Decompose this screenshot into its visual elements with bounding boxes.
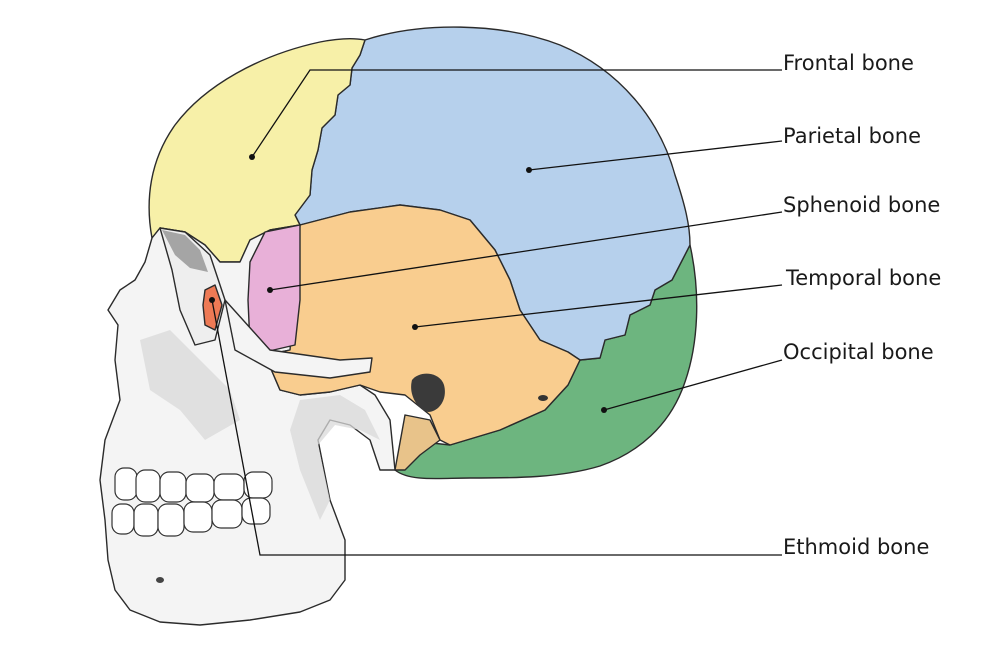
zygomatic-arch (224, 299, 373, 379)
label-sphenoid-bone: Sphenoid bone (783, 193, 940, 217)
leader-sphenoid (269, 211, 783, 291)
occipital-foramen (538, 395, 548, 401)
leader-lines (209, 69, 783, 556)
label-occipital-bone: Occipital bone (783, 340, 934, 364)
leader-parietal (528, 140, 783, 171)
ear-canal (411, 373, 445, 412)
leader-ethmoid (211, 299, 782, 556)
dot-parietal (526, 167, 532, 173)
label-ethmoid-bone: Ethmoid bone (783, 535, 929, 559)
leader-temporal (414, 284, 783, 328)
upper-teeth (114, 467, 273, 503)
dot-sphenoid (267, 287, 273, 293)
label-frontal-bone: Frontal bone (783, 51, 914, 75)
dot-temporal (412, 324, 418, 330)
orbit-shadow (162, 230, 208, 272)
dot-ethmoid (209, 297, 215, 303)
lower-teeth (111, 497, 271, 537)
dot-frontal (249, 154, 255, 160)
leader-frontal (251, 69, 782, 158)
maxilla-shading (140, 330, 240, 440)
temporal-bone (264, 204, 581, 446)
dot-occipital (601, 407, 607, 413)
leader-occipital (603, 359, 783, 411)
mandible-shading (290, 395, 380, 520)
label-temporal-bone: Temporal bone (785, 266, 941, 290)
label-parietal-bone: Parietal bone (783, 124, 921, 148)
ethmoid-bone (202, 284, 223, 331)
mastoid-process (394, 414, 441, 471)
mental-foramen (156, 577, 164, 583)
